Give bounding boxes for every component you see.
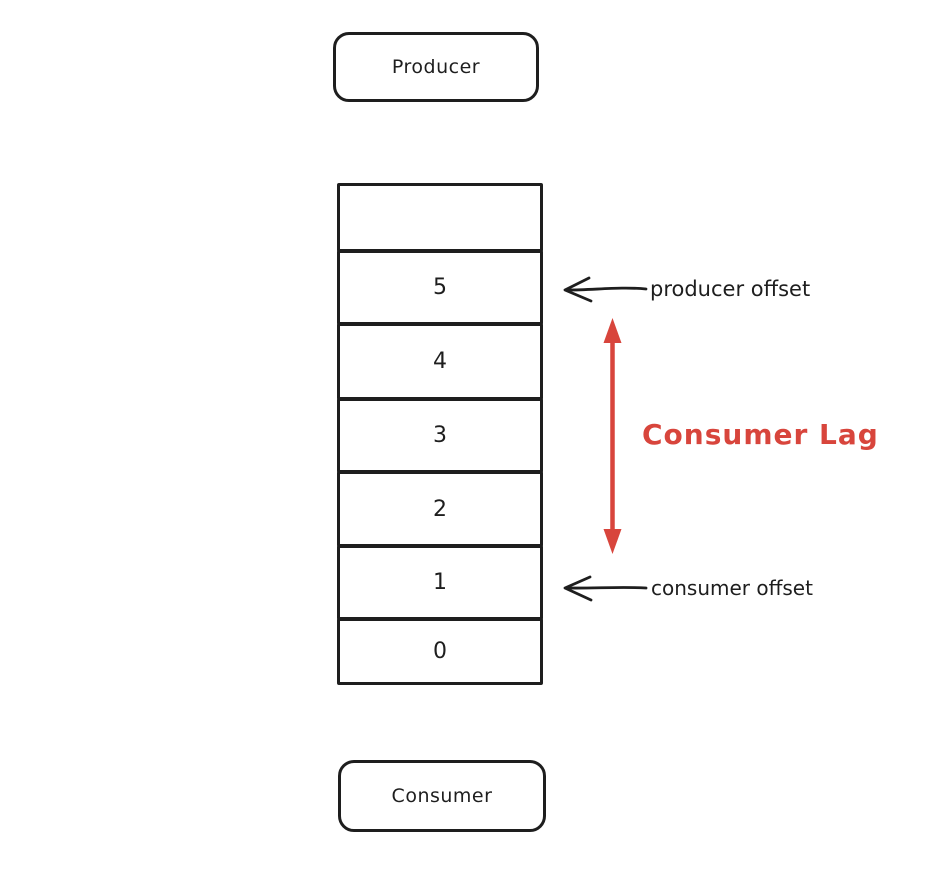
consumer-offset-arrow-icon bbox=[563, 575, 648, 602]
consumer-box-label: Consumer bbox=[391, 785, 493, 807]
queue-cell-label: 5 bbox=[433, 275, 447, 300]
consumer-box: Consumer bbox=[338, 760, 546, 832]
queue-cell-label: 4 bbox=[433, 349, 447, 374]
consumer-offset-label: consumer offset bbox=[651, 576, 813, 600]
queue-cell-label: 2 bbox=[433, 496, 447, 522]
producer-box: Producer bbox=[333, 32, 539, 102]
queue-cell-label: 3 bbox=[433, 423, 447, 448]
consumer-lag-label: Consumer Lag bbox=[642, 418, 879, 451]
producer-box-label: Producer bbox=[391, 56, 481, 78]
queue-cell-3: 3 bbox=[337, 398, 543, 473]
producer-offset-arrow-icon bbox=[563, 276, 648, 303]
message-queue: 5 4 3 2 1 0 bbox=[337, 183, 543, 685]
queue-cell-label: 0 bbox=[433, 639, 447, 664]
queue-cell-4: 4 bbox=[337, 323, 543, 400]
queue-cell-5: 5 bbox=[337, 250, 543, 325]
queue-cell-1: 1 bbox=[337, 545, 543, 620]
producer-offset-label: producer offset bbox=[650, 277, 811, 301]
queue-cell-0: 0 bbox=[337, 618, 543, 685]
queue-cell-empty bbox=[337, 183, 543, 252]
queue-cell-label: 1 bbox=[433, 570, 447, 595]
queue-cell-2: 2 bbox=[337, 471, 543, 547]
consumer-lag-arrow-icon bbox=[603, 318, 622, 554]
